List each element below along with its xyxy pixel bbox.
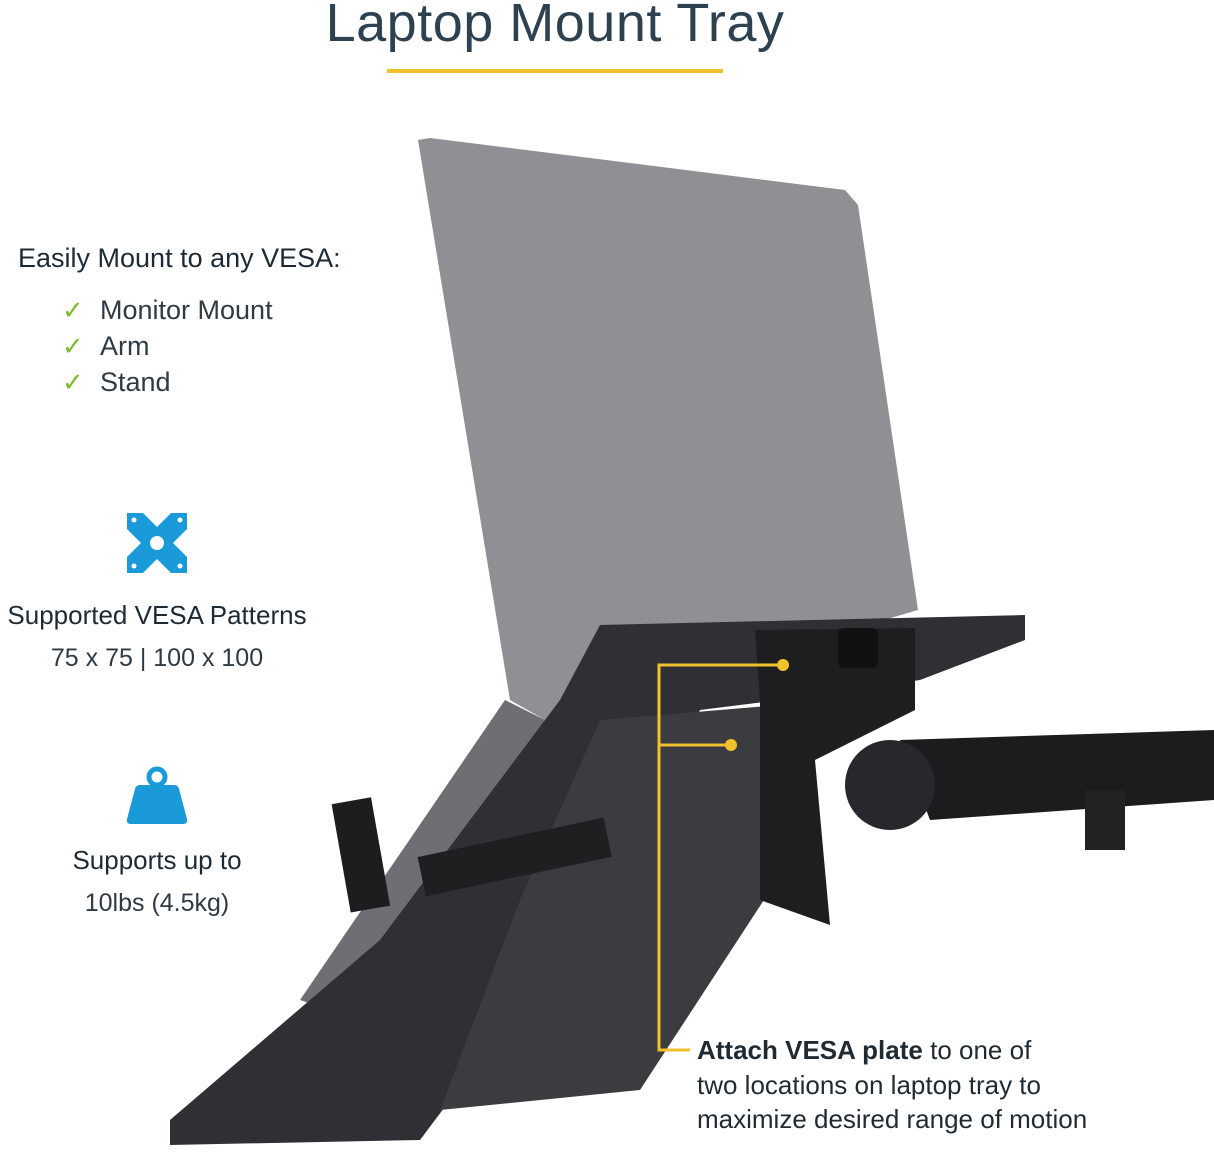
callout-line3: maximize desired range of motion (697, 1104, 1088, 1134)
check-icon: ✓ (62, 367, 84, 397)
callout-bold: Attach VESA plate (697, 1035, 923, 1065)
mount-heading: Easily Mount to any VESA: (18, 243, 341, 273)
vesa-heading: Supported VESA Patterns (7, 600, 307, 630)
vesa-plate-icon (127, 513, 187, 573)
callout-line1: to one of (922, 1035, 1032, 1065)
callout-dot-upper (777, 659, 789, 671)
monitor-arm (900, 730, 1214, 820)
page-title: Laptop Mount Tray (325, 0, 785, 53)
callout-dot-lower (725, 739, 737, 751)
weight-icon (126, 766, 188, 824)
check-icon: ✓ (62, 295, 84, 325)
weight-heading: Supports up to (72, 845, 242, 875)
mount-item: Arm (100, 331, 150, 361)
callout-line2: two locations on laptop tray to (697, 1069, 1041, 1100)
mount-item: Monitor Mount (100, 295, 273, 325)
arm-clamp (1085, 790, 1125, 850)
laptop (418, 138, 918, 720)
tray-clip (331, 797, 391, 913)
title-underline (387, 69, 723, 73)
weight-value: 10lbs (4.5kg) (84, 889, 230, 917)
check-icon: ✓ (62, 331, 84, 361)
tray-slider (417, 817, 612, 897)
tray-surface (440, 705, 790, 1110)
arm-joint (845, 740, 935, 830)
vesa-plate (755, 628, 915, 925)
vesa-value: 75 x 75 | 100 x 100 (50, 644, 264, 672)
mount-item: Stand (100, 367, 171, 397)
callout-lines (657, 663, 783, 1052)
callout-text: Attach VESA plate to one of two location… (697, 1033, 1087, 1137)
tilt-knob (838, 628, 878, 668)
